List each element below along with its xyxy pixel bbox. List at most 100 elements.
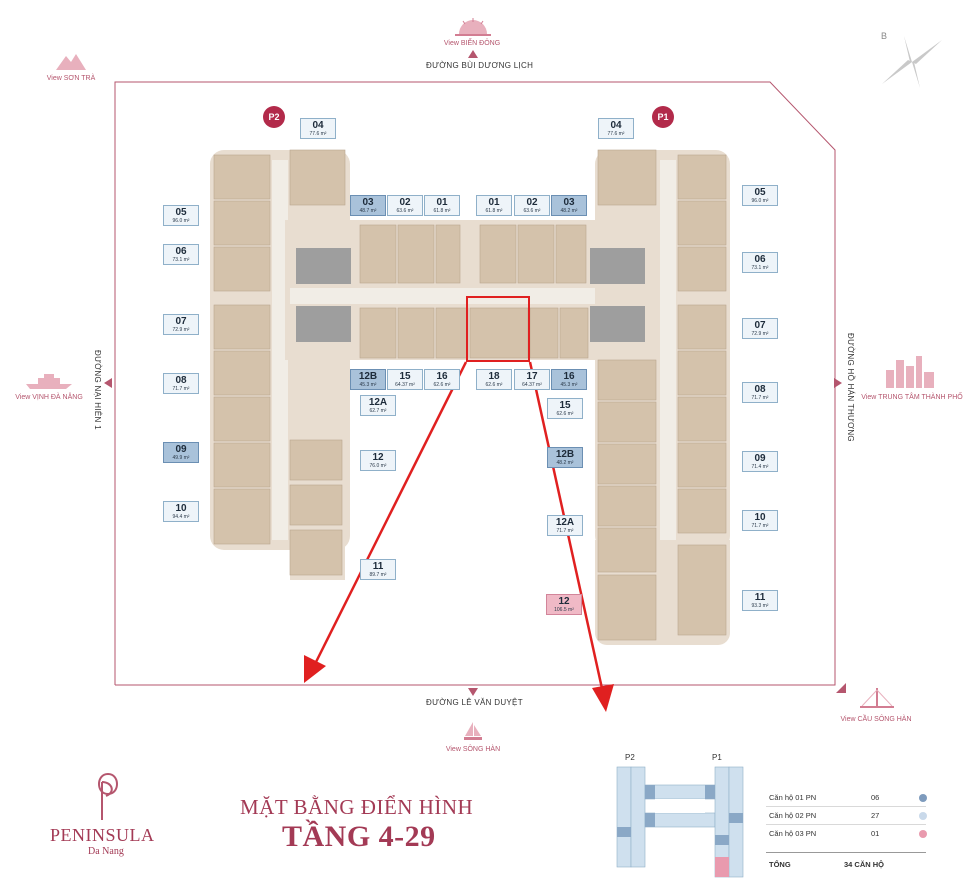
unit-code: 12B — [358, 371, 378, 382]
unit-code: 16 — [436, 371, 448, 382]
brand-name: PENINSULA — [50, 825, 155, 845]
unit-code: 08 — [175, 375, 187, 386]
unit-code: 07 — [754, 320, 766, 331]
title-line1: MẶT BẰNG ĐIỂN HÌNH — [240, 795, 474, 819]
sailboat-icon — [464, 722, 482, 740]
elevator-core-p2 — [296, 248, 351, 284]
unit-code: 11 — [754, 592, 766, 603]
unit-code: 06 — [754, 254, 766, 265]
unit-code: 15 — [399, 371, 411, 382]
compass-north: B — [881, 31, 888, 41]
unit-area: 96.0 m² — [172, 218, 190, 224]
view-east-label: View BIỂN ĐÔNG — [443, 40, 501, 47]
unit-area: 61.8 m² — [485, 208, 503, 214]
elevator-core-p1 — [590, 248, 645, 284]
legend-divider-1 — [766, 806, 926, 807]
arrow-left-icon — [104, 378, 112, 388]
unit-area: 72.9 m² — [751, 331, 769, 337]
unit-code: 09 — [754, 453, 766, 464]
unit-area: 77.6 m² — [309, 131, 327, 137]
bridge-icon — [860, 688, 894, 708]
legend-total-value: 34 CĂN HỘ — [844, 860, 885, 869]
unit-code: 04 — [610, 120, 622, 131]
unit-area: 49.9 m² — [172, 455, 190, 461]
unit-code: 03 — [563, 197, 575, 208]
unit-code: 18 — [488, 371, 500, 382]
unit-code: 02 — [399, 197, 411, 208]
unit-area: 94.4 m² — [172, 514, 190, 520]
unit-area: 61.8 m² — [433, 208, 451, 214]
view-song-han-label: View SÔNG HÀN — [445, 746, 501, 753]
unit-area: 71.4 m² — [751, 464, 769, 470]
unit-area: 48.2 m² — [560, 208, 578, 214]
unit-code: 12B — [555, 449, 575, 460]
unit-code: 02 — [526, 197, 538, 208]
unit-area: 73.1 m² — [172, 257, 190, 263]
unit-code: 09 — [175, 444, 187, 455]
legend-dot-1 — [919, 794, 927, 802]
unit-area: 77.6 m² — [607, 131, 625, 137]
corner-arrow-icon — [836, 683, 846, 693]
corridor-p1 — [660, 160, 676, 540]
legend-count-3: 01 — [871, 829, 880, 838]
city-icon — [886, 356, 934, 388]
arrow-right-icon — [834, 378, 842, 388]
highlight-box — [466, 296, 530, 362]
legend-dot-3 — [919, 830, 927, 838]
mini-keyplan-shape — [616, 766, 744, 878]
street-left: ĐƯỜNG NẠI HIÊN 1 — [93, 350, 102, 430]
unit-area: 71.7 m² — [172, 386, 190, 392]
unit-area: 71.7 m² — [751, 395, 769, 401]
unit-code: 07 — [175, 316, 187, 327]
mini-p1-label: P1 — [712, 753, 722, 762]
mini-p2-label: P2 — [625, 753, 635, 762]
legend-total-label: TỔNG — [769, 860, 791, 869]
unit-area: 73.1 m² — [751, 265, 769, 271]
unit-area: 48.7 m² — [359, 208, 377, 214]
unit-code: 17 — [526, 371, 538, 382]
unit-code: 05 — [175, 207, 187, 218]
unit-area: 64.37 m² — [395, 382, 415, 388]
view-bridge-label: View CẦU SÔNG HÀN — [840, 716, 912, 723]
unit-code: 10 — [175, 503, 187, 514]
unit-area: 63.6 m² — [396, 208, 414, 214]
title-line2: TẦNG 4-29 — [282, 820, 436, 853]
unit-area: 64.37 m² — [522, 382, 542, 388]
unit-area: 62.6 m² — [485, 382, 503, 388]
unit-code: 01 — [436, 197, 448, 208]
unit-code: 11 — [372, 561, 384, 572]
legend-divider-total — [766, 852, 926, 853]
unit-area: 71.7 m² — [751, 523, 769, 529]
arrow-down-icon — [468, 688, 478, 696]
unit-code: 15 — [559, 400, 571, 411]
brand-sub: Da Nang — [88, 846, 124, 857]
unit-code: 04 — [312, 120, 324, 131]
street-top: ĐƯỜNG BÙI DƯƠNG LỊCH — [426, 61, 534, 70]
unit-code: 12A — [368, 397, 388, 408]
